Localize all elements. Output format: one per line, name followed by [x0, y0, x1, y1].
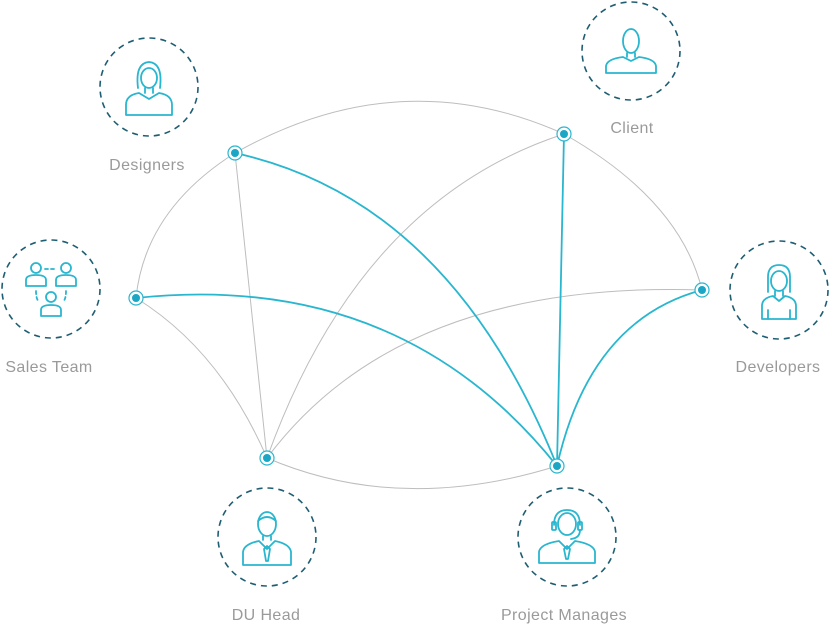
developers-role — [729, 240, 829, 340]
link-client-developers — [563, 133, 703, 291]
link-sales-duhead — [135, 297, 268, 459]
link-client-pm — [556, 133, 565, 467]
link-duhead-pm — [266, 457, 558, 490]
node-du-head — [259, 450, 275, 466]
label-client: Client — [610, 120, 654, 137]
label-project-managers: Project Manages — [500, 607, 628, 624]
project-managers-role — [517, 487, 617, 587]
node-sales-team — [128, 290, 144, 306]
link-duhead-client — [266, 133, 565, 459]
link-duhead-developers — [266, 288, 703, 459]
node-designers — [227, 145, 243, 161]
link-designers-client — [234, 100, 565, 154]
gray-connections — [135, 100, 703, 490]
label-designers: Designers — [109, 157, 185, 174]
link-designers-duhead — [234, 152, 268, 459]
link-developers-pm — [556, 289, 703, 467]
node-client — [556, 126, 572, 142]
highlighted-connections — [135, 133, 703, 467]
team-icon — [25, 262, 77, 317]
businessman-icon — [242, 511, 292, 566]
connection-nodes — [128, 126, 710, 474]
female-user-icon — [125, 61, 173, 116]
headset-user-icon — [538, 509, 596, 564]
du-head-role — [217, 487, 317, 587]
link-sales-pm — [135, 293, 558, 467]
label-sales-team: Sales Team — [5, 359, 93, 376]
sales-team-role — [1, 239, 101, 339]
label-developers: Developers — [735, 359, 821, 376]
designers-role — [99, 37, 199, 137]
node-developers — [694, 282, 710, 298]
client-role — [581, 1, 681, 101]
user-icon — [605, 28, 657, 74]
node-project-managers — [549, 458, 565, 474]
link-designers-pm — [234, 152, 558, 467]
female-user-icon — [761, 264, 797, 320]
label-du-head: DU Head — [231, 607, 301, 624]
link-designers-sales — [135, 152, 236, 299]
